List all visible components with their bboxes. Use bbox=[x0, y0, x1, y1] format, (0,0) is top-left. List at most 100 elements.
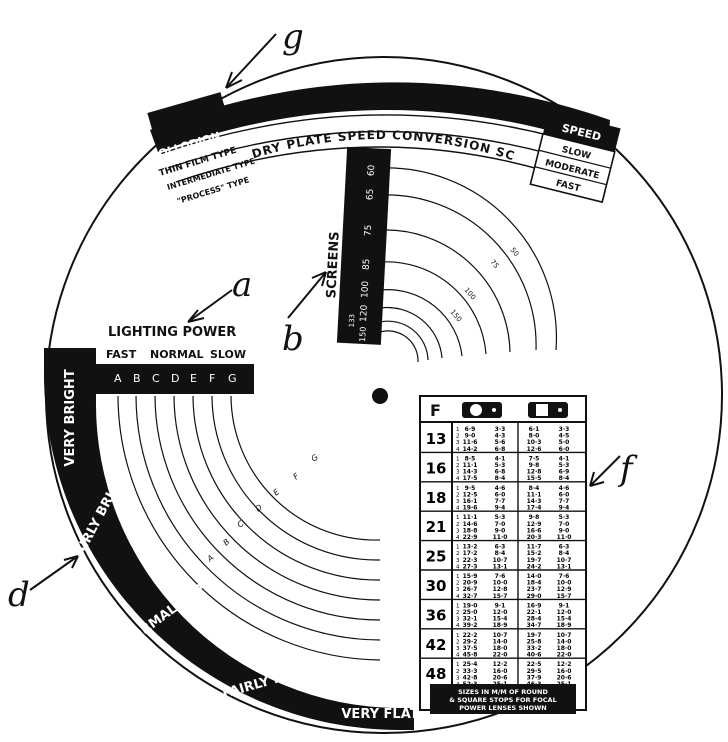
stops-index: 1 bbox=[456, 662, 460, 668]
stops-cell: 22·2 bbox=[463, 632, 478, 639]
copy-very-flat-text: VERY FLAT bbox=[341, 707, 418, 722]
stops-cell: 18·4 bbox=[527, 580, 542, 587]
stops-cell: 29·0 bbox=[527, 593, 542, 600]
stops-cell: 15·7 bbox=[557, 593, 572, 600]
stops-index: 4 bbox=[456, 564, 460, 570]
screens-arc-label: 75 bbox=[488, 258, 500, 270]
stops-f-number: 13 bbox=[426, 430, 447, 448]
lighting-arc-letter: C bbox=[236, 519, 246, 530]
screens-value: 100 bbox=[360, 280, 371, 298]
stops-cell: 22·0 bbox=[557, 652, 572, 659]
stops-cell: 24·2 bbox=[527, 563, 542, 570]
stops-cell: 12·8 bbox=[493, 586, 508, 593]
top-scale-band bbox=[150, 82, 610, 152]
stops-cell: 6·1 bbox=[529, 426, 540, 433]
stops-index: 4 bbox=[456, 476, 460, 482]
screens-value: 65 bbox=[365, 188, 376, 200]
stops-cell: 37·9 bbox=[527, 674, 542, 681]
copy-very-bright-text: VERY BRIGHT bbox=[63, 369, 78, 466]
arrow-g bbox=[225, 33, 277, 89]
lighting-arc-letter: A bbox=[205, 553, 216, 564]
stops-cell: 15·7 bbox=[493, 593, 508, 600]
stops-cell: 9·8 bbox=[529, 462, 540, 469]
stops-cell: 28·4 bbox=[527, 616, 542, 623]
stops-cell: 33·2 bbox=[527, 645, 542, 652]
stops-cell: 10·0 bbox=[557, 580, 572, 587]
screens-arcs bbox=[379, 167, 558, 363]
stops-cell: 8·4 bbox=[559, 550, 570, 557]
stops-cell: 4·1 bbox=[559, 455, 570, 462]
stops-cell: 18·9 bbox=[557, 622, 572, 629]
round-stop-icon bbox=[470, 404, 482, 416]
stops-cell: 15·2 bbox=[527, 550, 542, 557]
lighting-letter: D bbox=[171, 372, 179, 385]
stops-cell: 4·5 bbox=[559, 433, 570, 440]
arrow-f bbox=[589, 455, 621, 487]
letter-b: b bbox=[282, 319, 304, 359]
stops-cell: 6·0 bbox=[495, 491, 506, 498]
collodion-box bbox=[147, 92, 229, 142]
stops-cell: 7·6 bbox=[559, 573, 570, 580]
stops-cell: 17·2 bbox=[463, 550, 478, 557]
stops-cell: 12·0 bbox=[557, 609, 572, 616]
stops-cell: 9·4 bbox=[559, 505, 570, 512]
stops-cell: 6·0 bbox=[559, 446, 570, 453]
stops-cell: 9·0 bbox=[465, 433, 476, 440]
stops-cell: 7·5 bbox=[529, 455, 540, 462]
stops-index: 3 bbox=[456, 440, 460, 446]
stops-cell: 19·6 bbox=[463, 505, 478, 512]
screens-bar: SCREENS 60 65 75 85 100 120 133 150 bbox=[324, 146, 392, 345]
stops-cell: 11·1 bbox=[527, 491, 542, 498]
stops-cell: 45·8 bbox=[463, 652, 478, 659]
stops-index: 4 bbox=[456, 447, 460, 453]
stops-cell: 20·6 bbox=[557, 674, 572, 681]
stops-cell: 33·3 bbox=[463, 668, 478, 675]
stops-cell: 40·6 bbox=[527, 652, 542, 659]
stops-index: 3 bbox=[456, 587, 460, 593]
lighting-letter: B bbox=[133, 372, 141, 385]
stops-cell: 19·0 bbox=[463, 602, 478, 609]
screens-arc-label: 50 bbox=[508, 246, 520, 258]
stops-cell: 34·7 bbox=[527, 622, 542, 629]
stops-cell: 20·3 bbox=[527, 534, 542, 541]
stops-index: 3 bbox=[456, 470, 460, 476]
lighting-letters: A B C D E F G bbox=[114, 372, 237, 385]
stops-cell: 10·7 bbox=[557, 632, 572, 639]
stops-cell: 14·6 bbox=[463, 521, 478, 528]
stops-cell: 19·7 bbox=[527, 632, 542, 639]
lighting-letter: E bbox=[190, 372, 197, 385]
stops-index: 1 bbox=[456, 574, 460, 580]
stops-cell: 16·6 bbox=[527, 527, 542, 534]
stops-cell: 11·1 bbox=[463, 514, 478, 521]
stops-cell: 6·9 bbox=[559, 469, 570, 476]
stops-header-f: F bbox=[430, 401, 441, 420]
stops-cell: 18·9 bbox=[493, 622, 508, 629]
screens-value: 85 bbox=[362, 258, 373, 270]
stops-index: 3 bbox=[456, 528, 460, 534]
stops-cell: 5·6 bbox=[495, 439, 506, 446]
stops-index: 4 bbox=[456, 506, 460, 512]
stops-cell: 22·9 bbox=[463, 534, 478, 541]
stops-index: 3 bbox=[456, 646, 460, 652]
stops-cell: 14·3 bbox=[463, 469, 478, 476]
stops-cell: 8·5 bbox=[465, 455, 476, 462]
stops-index: 3 bbox=[456, 617, 460, 623]
stops-cell: 12·2 bbox=[557, 661, 572, 668]
stops-cell: 18·0 bbox=[493, 645, 508, 652]
stops-cell: 14·3 bbox=[527, 498, 542, 505]
stops-index: 2 bbox=[456, 492, 460, 498]
square-stop-dot bbox=[558, 408, 562, 412]
stops-cell: 22·5 bbox=[527, 661, 542, 668]
stops-cell: 6·0 bbox=[559, 491, 570, 498]
stops-cell: 12·9 bbox=[557, 586, 572, 593]
stops-cell: 9·0 bbox=[559, 527, 570, 534]
stops-cell: 8·4 bbox=[559, 475, 570, 482]
stops-cell: 20·9 bbox=[463, 580, 478, 587]
stops-index: 2 bbox=[456, 610, 460, 616]
lighting-letter: C bbox=[152, 372, 160, 385]
stops-index: 2 bbox=[456, 639, 460, 645]
stops-cell: 6·3 bbox=[559, 544, 570, 551]
copy-very-bright: VERY BRIGHT bbox=[63, 369, 78, 466]
